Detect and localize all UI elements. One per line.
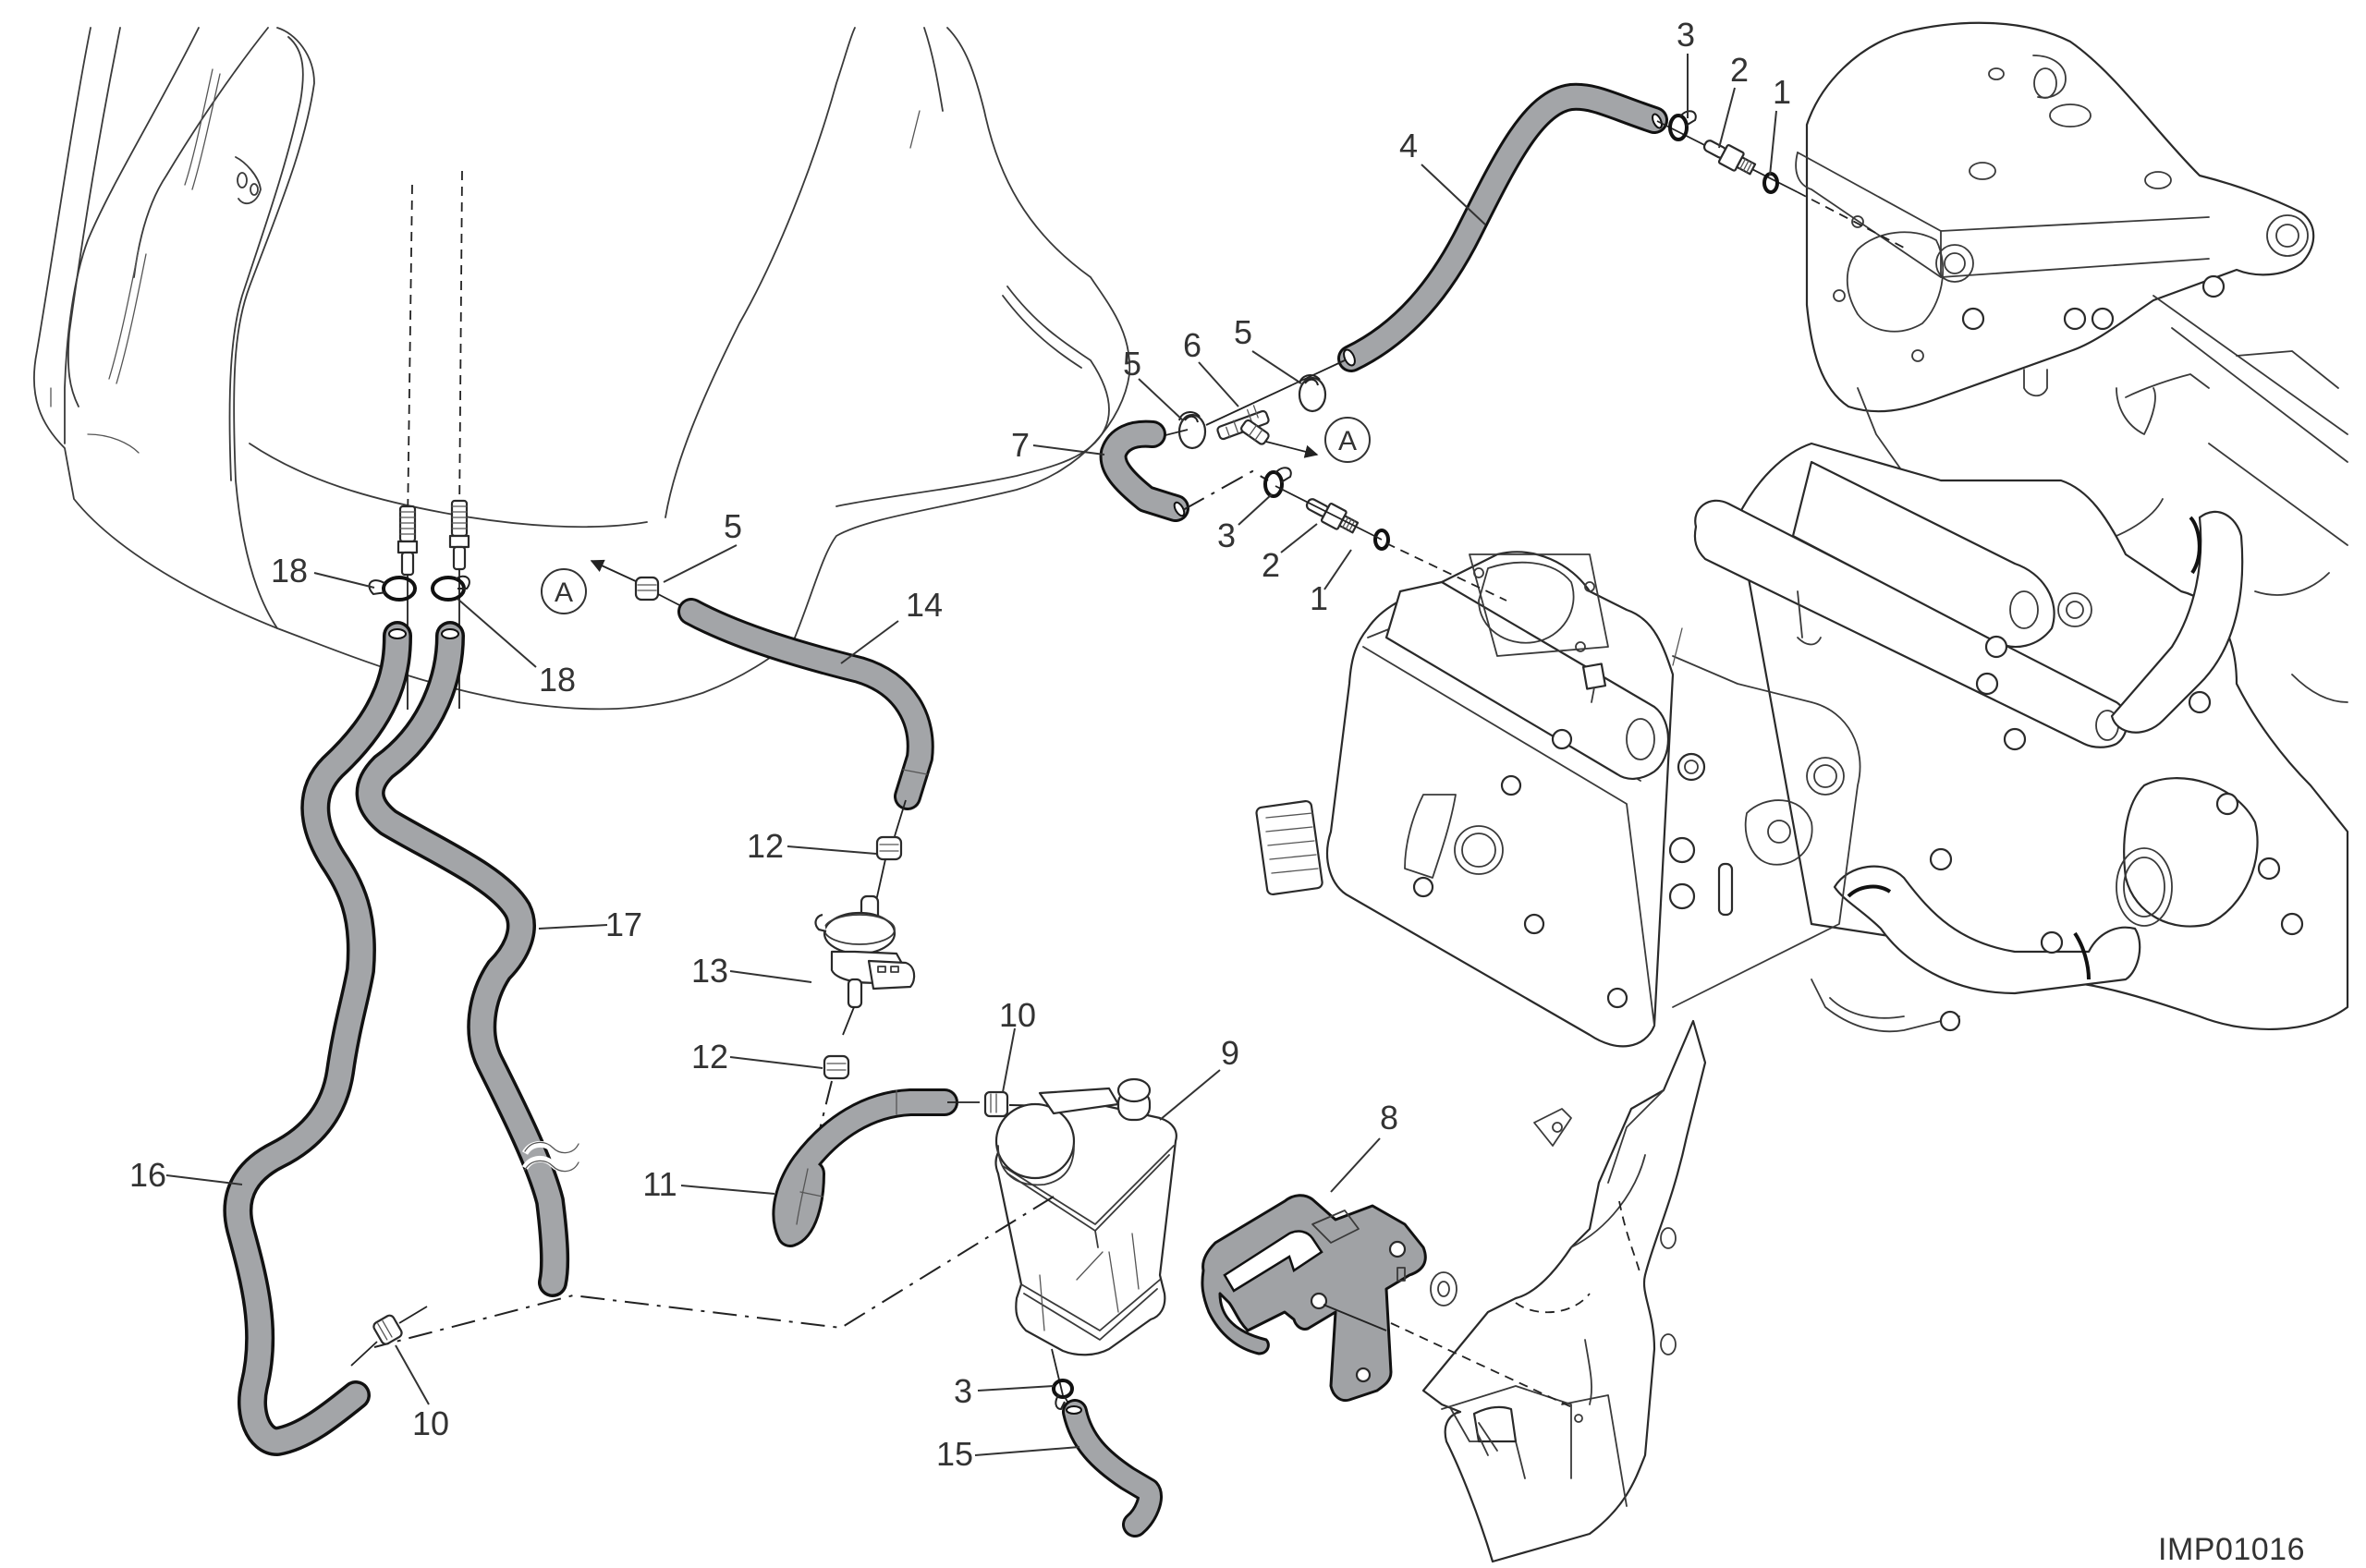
hose-clamp-18-right: [431, 575, 470, 602]
washer-1-top: [1762, 172, 1779, 194]
t-fitting-cluster: A: [1099, 359, 1507, 602]
hose-clamp-5-right: [1298, 374, 1327, 413]
callout-6: 6: [1183, 326, 1201, 364]
callout-17: 17: [605, 906, 642, 943]
hose-11: [772, 1088, 958, 1247]
callout-2-top: 2: [1730, 51, 1749, 89]
hose-clamp-3-mid: [1263, 467, 1292, 498]
callout-1-mid: 1: [1310, 579, 1328, 617]
leader-lines: [165, 54, 1777, 1456]
reference-letter: A: [1338, 426, 1357, 456]
hose-7: [1099, 419, 1189, 522]
hose-clamp-5-center: [634, 576, 660, 602]
hose-14: [677, 598, 934, 810]
callout-18-left: 18: [271, 552, 308, 590]
callout-1-top: 1: [1773, 73, 1791, 111]
fitting-2-top: [1702, 140, 1757, 176]
hose-clamp-3-bottom: [1052, 1379, 1074, 1411]
callout-16: 16: [129, 1156, 166, 1194]
callout-3-mid: 3: [1217, 517, 1236, 554]
callout-15: 15: [936, 1435, 973, 1473]
callout-3-bottom: 3: [954, 1372, 972, 1410]
reference-marker-a-right: A: [1324, 417, 1371, 463]
callout-5-right: 5: [1234, 313, 1252, 351]
washer-1-mid: [1373, 529, 1390, 551]
hose-clamp-5-left: [1177, 411, 1207, 450]
hose-clamp-12-top: [875, 835, 903, 861]
callout-11: 11: [642, 1165, 677, 1203]
callout-7: 7: [1011, 426, 1030, 464]
callout-3-top: 3: [1677, 16, 1695, 54]
purge-line-group: A: [541, 559, 1055, 1247]
drain-hose-16: [223, 621, 412, 1456]
upper-fitting-group: [1668, 110, 1779, 194]
purge-valve-13: [814, 894, 916, 1009]
canister-9: [373, 1077, 1177, 1356]
hose-clamp-12-bottom: [823, 1054, 850, 1080]
callout-18-right: 18: [539, 661, 576, 699]
hose-clamp-18-left: [368, 576, 417, 602]
canister-bracket-8: [1201, 1194, 1427, 1403]
t-fitting-6: [1216, 405, 1270, 445]
callout-10-right: 10: [999, 996, 1036, 1034]
callout-9: 9: [1221, 1034, 1239, 1072]
reference-marker-a-left: A: [541, 568, 587, 614]
fuel-tank: [33, 27, 1131, 711]
hose-clamp-10-right: [983, 1090, 1009, 1118]
reference-letter: A: [555, 577, 573, 608]
callout-12-bottom: 12: [691, 1038, 728, 1076]
callout-8: 8: [1380, 1099, 1398, 1136]
callout-5-center: 5: [724, 507, 742, 545]
callout-10-left: 10: [412, 1404, 449, 1442]
belly-pan-cover: [1390, 1019, 1707, 1563]
callout-2-mid: 2: [1262, 546, 1280, 584]
hose-15: [1051, 1348, 1163, 1538]
callout-5-left: 5: [1123, 345, 1141, 383]
hose-clamp-3-top: [1668, 110, 1697, 141]
hose-clamp-10-left: [372, 1314, 403, 1345]
callout-12-top: 12: [747, 827, 784, 865]
drain-hose-17: [355, 621, 582, 1297]
callout-4: 4: [1399, 127, 1418, 164]
callout-14: 14: [906, 586, 943, 624]
drawing-id: IMP01016: [2158, 1532, 2305, 1567]
callout-13: 13: [691, 952, 728, 990]
tank-drain-nipples: [396, 170, 470, 710]
callout-labels: 1 2 3 4 5 6 5 7 3 2 1 5 14 18 18 17 16 1…: [129, 16, 1791, 1473]
engine-assembly: [1255, 21, 2349, 1048]
